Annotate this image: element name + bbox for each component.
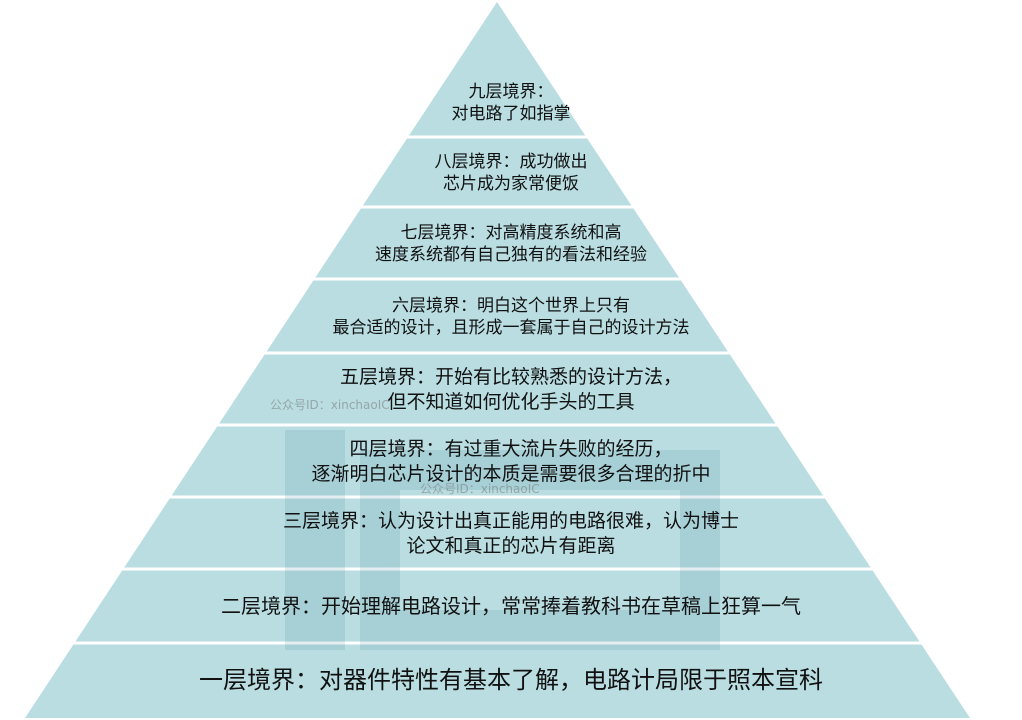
watermark-logo <box>285 430 720 650</box>
watermark-text: 公众号ID：xinchaoIC <box>420 482 540 496</box>
watermark-text: 公众号ID：xinchaoIC <box>270 398 390 412</box>
pyramid-body <box>25 2 970 718</box>
